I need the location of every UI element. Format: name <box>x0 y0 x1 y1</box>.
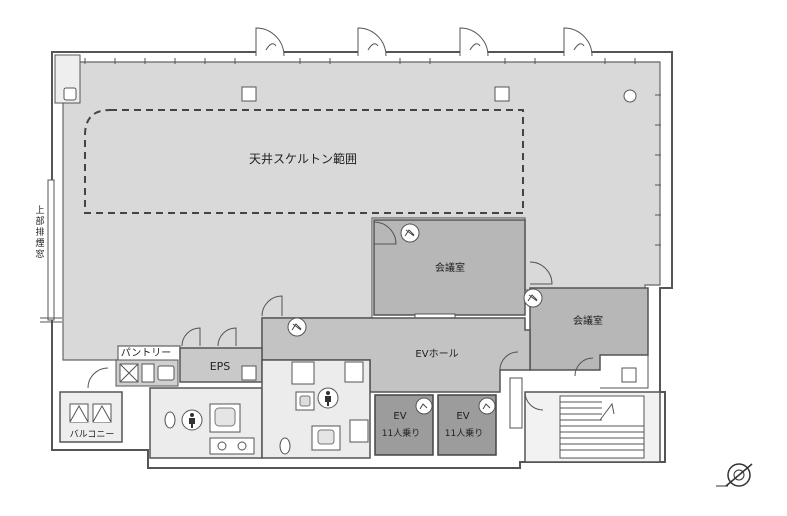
elevator-2-label: EV <box>456 411 469 422</box>
svg-text:上: 上 <box>35 205 44 216</box>
restroom-icon <box>317 387 339 409</box>
perimeter-columns <box>84 58 661 246</box>
sprinkler-icon <box>478 397 496 415</box>
column-square <box>241 86 257 102</box>
meeting-room-1 <box>373 219 526 316</box>
svg-text:煙: 煙 <box>35 238 44 249</box>
svg-text:排: 排 <box>35 226 44 238</box>
ceiling-skeleton-boundary <box>84 109 524 214</box>
meeting-room-2-label: 会議室 <box>573 314 603 327</box>
column-square <box>494 86 510 102</box>
window-door-icon <box>255 27 285 57</box>
balcony-vents <box>69 403 112 423</box>
restroom-icon <box>181 409 203 431</box>
pantry-label: パントリー <box>121 347 172 359</box>
top-doors <box>255 27 593 57</box>
compass-icon <box>716 463 753 487</box>
column-round <box>623 89 637 103</box>
eps-label: EPS <box>210 360 231 373</box>
stair-icon <box>559 395 645 459</box>
window-door-icon <box>563 27 593 57</box>
balcony-label: バルコニー <box>70 429 115 440</box>
meeting-room-1-label: 会議室 <box>435 261 465 274</box>
sprinkler-icon <box>287 317 307 337</box>
window-door-icon <box>357 27 387 57</box>
ev-hall-label: EVホール <box>415 348 458 360</box>
sprinkler-icon <box>400 223 420 243</box>
elevator-2-capacity: 11人乗り <box>445 427 483 439</box>
building-outer-wall <box>51 51 673 469</box>
sprinkler-icon <box>415 397 433 415</box>
svg-text:窓: 窓 <box>35 248 44 260</box>
ceiling-skeleton-label: 天井スケルトン範囲 <box>249 151 357 166</box>
window-door-icon <box>459 27 489 57</box>
meeting-room-2 <box>529 287 649 371</box>
elevator-1-label: EV <box>393 411 406 422</box>
svg-text:部: 部 <box>35 215 44 227</box>
exhaust-window-label: 上 部 排 煙 窓 <box>35 205 44 260</box>
elevator-1-capacity: 11人乗り <box>382 427 420 439</box>
sprinkler-icon <box>523 288 543 308</box>
